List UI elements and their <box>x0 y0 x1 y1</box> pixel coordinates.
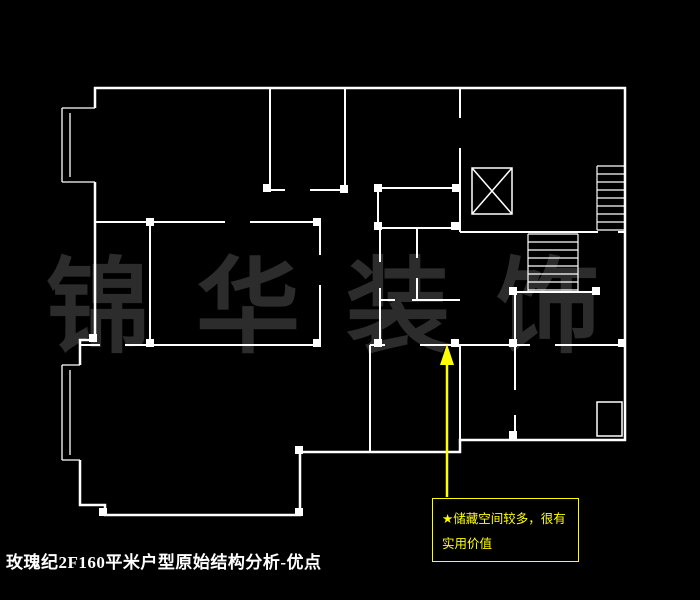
page-title: 玫瑰纪2F160平米户型原始结构分析-优点 <box>6 553 322 572</box>
annotation-line-2: 实用价值 <box>442 537 493 551</box>
duct-box <box>596 401 623 437</box>
staircase-middle <box>527 233 579 292</box>
elevator-shaft <box>471 167 513 215</box>
interior-walls <box>80 88 625 452</box>
storage-rooms <box>379 227 460 345</box>
outer-walls <box>78 86 627 517</box>
highlight-arrow <box>440 344 454 497</box>
annotation-box: ★储藏空间较多，很有 实用价值 <box>432 498 579 562</box>
staircase-top-right <box>596 165 625 231</box>
watermark: 锦 华 装 饰 <box>46 251 611 366</box>
bay-window-top-left <box>61 107 95 183</box>
bay-windows <box>61 107 95 461</box>
bay-window-bottom-left <box>61 364 80 461</box>
annotation-line-1: ★储藏空间较多，很有 <box>442 512 566 526</box>
junction-blobs <box>89 184 626 516</box>
